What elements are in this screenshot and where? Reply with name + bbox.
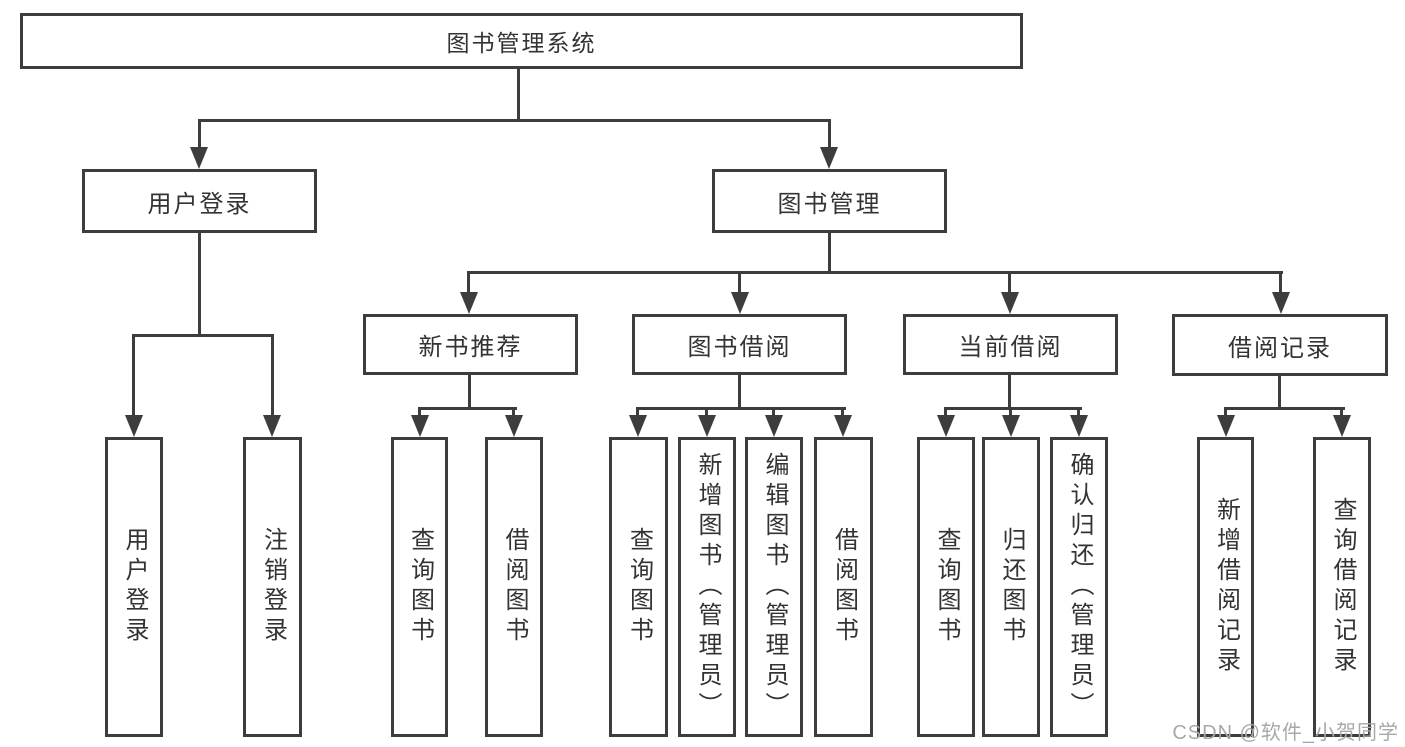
leaf-record-add: 新增借阅记录 [1197, 437, 1254, 737]
arrow-down-icon [1002, 415, 1020, 437]
arrow-down-icon [411, 415, 429, 437]
arrow-down-icon [1217, 415, 1235, 437]
arrow-down-icon [460, 292, 478, 314]
connector-userlogin-drop [198, 233, 201, 334]
node-root: 图书管理系统 [20, 13, 1023, 69]
connector-recommend-stem-1 [418, 407, 421, 417]
leaf-recommend-borrow-books: 借阅图书 [485, 437, 543, 737]
connector-borrow-stem-3 [772, 407, 775, 417]
arrow-down-icon [698, 415, 716, 437]
connector-current-rail [944, 407, 1082, 410]
node-book-borrow: 图书借阅 [632, 314, 847, 375]
leaf-borrow-query-books: 查询图书 [609, 437, 668, 737]
connector-l2-stem-left [198, 119, 201, 149]
node-user-login-label: 用户登录 [147, 190, 252, 218]
connector-recommend-stem-2 [512, 407, 515, 417]
node-root-label: 图书管理系统 [446, 30, 597, 56]
leaf-current-query-books: 查询图书 [917, 437, 975, 737]
connector-record-stem-1 [1224, 407, 1227, 417]
leaf-borrow-add-books-admin: 新增图书（管理员） [678, 437, 736, 737]
connector-recommend-rail [418, 407, 517, 410]
arrow-down-icon [731, 292, 749, 314]
connector-borrow-stem-1 [636, 407, 639, 417]
arrow-down-icon [125, 415, 143, 437]
connector-current-stem-3 [1077, 407, 1080, 417]
leaf-record-query: 查询借阅记录 [1313, 437, 1371, 737]
connector-record-rail [1224, 407, 1345, 410]
connector-l3-stem-4 [1279, 271, 1282, 294]
arrow-down-icon [1070, 415, 1088, 437]
arrow-down-icon [937, 415, 955, 437]
connector-record-stem-2 [1340, 407, 1343, 417]
leaf-borrow-borrow-books: 借阅图书 [814, 437, 873, 737]
connector-bookmgmt-drop [828, 233, 831, 271]
connector-l3-stem-3 [1008, 271, 1011, 294]
arrow-down-icon [263, 415, 281, 437]
connector-current-stem-2 [1009, 407, 1012, 417]
arrow-down-icon [1001, 292, 1019, 314]
node-borrow-record: 借阅记录 [1172, 314, 1388, 376]
leaf-recommend-query-books: 查询图书 [391, 437, 448, 737]
arrow-down-icon [505, 415, 523, 437]
leaf-borrow-edit-books-admin: 编辑图书（管理员） [745, 437, 803, 737]
node-new-book-recommend-label: 新书推荐 [418, 334, 523, 361]
csdn-watermark: CSDN @软件_小贺同学 [1172, 722, 1399, 744]
connector-root-drop [517, 69, 520, 119]
leaf-logout: 注销登录 [243, 437, 302, 737]
connector-current-stem-1 [944, 407, 947, 417]
connector-l2-rail [198, 119, 831, 122]
connector-l3-rail [467, 271, 1283, 274]
arrow-down-icon [1333, 415, 1351, 437]
leaf-current-confirm-return-admin: 确认归还（管理员） [1050, 437, 1108, 737]
leaf-current-return-books: 归还图书 [982, 437, 1040, 737]
connector-borrow-drop [738, 375, 741, 407]
arrow-down-icon [765, 415, 783, 437]
connector-userlogin-stem-1 [132, 334, 135, 417]
connector-userlogin-stem-2 [271, 334, 274, 417]
arrow-down-icon [190, 147, 208, 169]
connector-record-drop [1278, 375, 1281, 408]
connector-recommend-drop [468, 375, 471, 407]
connector-current-drop [1008, 375, 1011, 407]
connector-l3-stem-1 [467, 271, 470, 294]
connector-borrow-stem-2 [705, 407, 708, 417]
arrow-down-icon [834, 415, 852, 437]
node-borrow-record-label: 借阅记录 [1228, 334, 1332, 362]
connector-l3-stem-2 [738, 271, 741, 294]
node-user-login: 用户登录 [82, 169, 317, 233]
node-book-management-label: 图书管理 [777, 190, 882, 218]
node-book-management: 图书管理 [712, 169, 947, 233]
node-new-book-recommend: 新书推荐 [363, 314, 578, 375]
connector-borrow-stem-4 [841, 407, 844, 417]
leaf-user-login: 用户登录 [105, 437, 163, 737]
connector-userlogin-rail [132, 334, 274, 337]
connector-borrow-rail [636, 407, 846, 410]
arrow-down-icon [629, 415, 647, 437]
node-book-borrow-label: 图书借阅 [687, 334, 792, 361]
arrow-down-icon [820, 147, 838, 169]
node-current-borrow-label: 当前借阅 [958, 334, 1063, 361]
arrow-down-icon [1272, 292, 1290, 314]
connector-l2-stem-right [828, 119, 831, 149]
node-current-borrow: 当前借阅 [903, 314, 1118, 375]
